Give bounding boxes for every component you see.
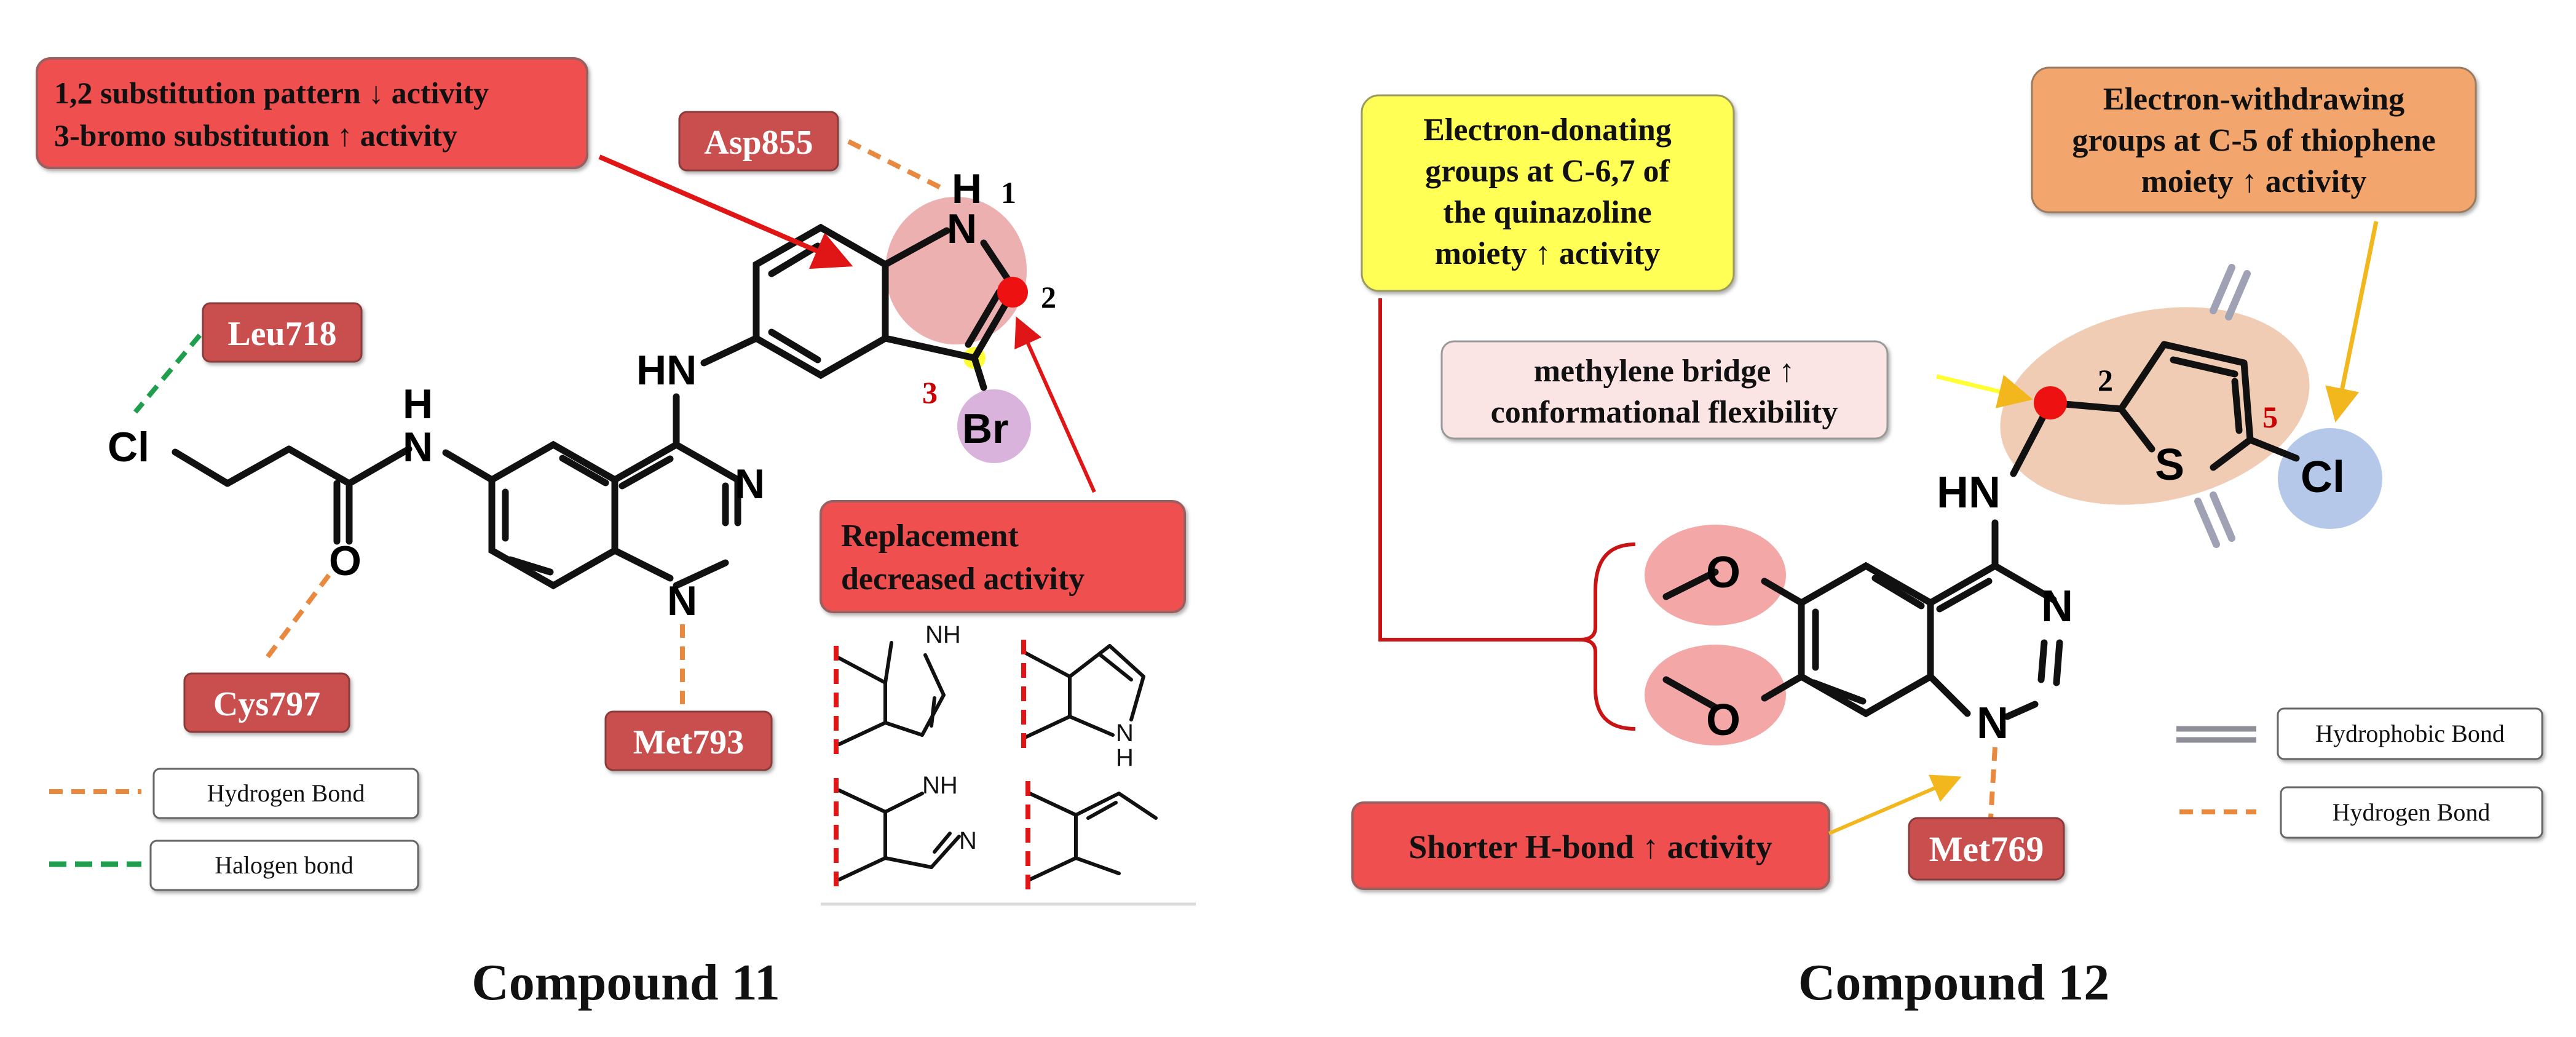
alt-atom-n: N [1116, 720, 1134, 747]
leu718-halogen-bond [133, 333, 202, 414]
c2-red-marker [997, 277, 1028, 308]
atom-nh-h: H [952, 165, 982, 212]
electron-donating-line1: Electron-donating [1423, 113, 1672, 148]
residue-met769: Met769 [1929, 829, 2044, 869]
alt-atom-h: H [1116, 744, 1134, 771]
electron-withdrawing-line3: moiety ↑ activity [2141, 164, 2367, 199]
electron-donating-box: Electron-donating groups at C-6,7 of the… [1361, 94, 1735, 292]
met769-hbond [1988, 747, 1997, 819]
arrow-to-chlorine [2325, 221, 2379, 423]
position-5-12: 5 [2262, 400, 2278, 434]
atom-amide-h: H [403, 381, 433, 427]
compound-11-title: Compound 11 [472, 954, 780, 1011]
electron-withdrawing-line2: groups at C-5 of thiophene [2072, 123, 2435, 158]
interactions-11 [133, 139, 942, 704]
substitution-pattern-box: 1,2 substitution pattern ↓ activity 3-br… [36, 57, 588, 169]
atom-n2-12: N [1977, 699, 2009, 748]
chlorine-highlight [2278, 428, 2382, 529]
legend-hydrogen-bond-12: Hydrogen Bond [2333, 798, 2491, 826]
replacement-line2: decreased activity [841, 562, 1085, 597]
position-labels-12: 2 5 [2098, 363, 2278, 434]
atom-o: O [329, 538, 362, 584]
residue-cys797: Cys797 [213, 685, 320, 723]
alt-atom-n2: N [959, 827, 977, 854]
residues-11: Asp855 Leu718 Cys797 Met793 [183, 111, 839, 771]
legend-hydrophobic-bond: Hydrophobic Bond [2315, 720, 2505, 747]
methylene-bridge-line1: methylene bridge ↑ [1534, 354, 1795, 389]
replacement-line1: Replacement [841, 518, 1019, 554]
atom-nh-n: N [947, 205, 977, 252]
atom-s: S [2155, 440, 2184, 490]
shorter-hbond-box: Shorter H-bond ↑ activity [1351, 801, 1830, 890]
atom-o1: O [1706, 548, 1740, 597]
compound-12-title: Compound 12 [1798, 954, 2110, 1011]
replacement-box: Replacement decreased activity [820, 500, 1186, 613]
atom-br: Br [962, 405, 1009, 452]
legend-12: Hydrophobic Bond Hydrogen Bond [2176, 707, 2543, 839]
methoxy-bracket [1378, 298, 1636, 731]
compound-11-panel: H N HN H N Cl O N N Br 1 2 3 1,2 substit [36, 57, 1196, 1011]
atom-amide-n: N [403, 424, 433, 471]
atom-ring-n2: N [667, 578, 697, 624]
atom-o2: O [1706, 696, 1740, 745]
arrow-to-c2 [1014, 316, 1096, 493]
residue-leu718: Leu718 [227, 315, 336, 353]
bromine-highlight [957, 389, 1031, 463]
position-3: 3 [922, 375, 938, 410]
atom-cl: Cl [108, 424, 149, 471]
arrow-to-indole [598, 154, 853, 269]
electron-withdrawing-box: Electron-withdrawing groups at C-5 of th… [2031, 66, 2477, 213]
position-2-12: 2 [2098, 363, 2113, 397]
position-1: 1 [1001, 175, 1016, 210]
electron-donating-line4: moiety ↑ activity [1435, 236, 1661, 271]
compound-12-panel: HN S Cl O O N N 2 5 Electron-donating gr… [1351, 66, 2543, 1011]
residue-met769-badge: Met769 [1908, 817, 2065, 881]
arrow-to-methylene [1936, 374, 2033, 408]
residue-met793: Met793 [633, 723, 744, 761]
cys797-hbond [262, 573, 331, 663]
residue-asp855: Asp855 [704, 124, 813, 162]
substitution-pattern-line2: 3-bromo substitution ↑ activity [54, 118, 457, 153]
position-2: 2 [1041, 280, 1056, 314]
alt-atom-nh: NH [925, 621, 961, 648]
methylene-bridge-box: methylene bridge ↑ conformational flexib… [1440, 340, 1889, 440]
quinazoline-core-11 [172, 223, 1018, 590]
atom-hn: HN [636, 347, 697, 394]
electron-donating-line3: the quinazoline [1443, 195, 1652, 230]
alt-atom-nh2: NH [922, 772, 958, 799]
position-labels-11: 1 2 3 [922, 175, 1056, 410]
methoxy-highlight-2 [1645, 645, 1786, 745]
atom-hn-12: HN [1937, 468, 2001, 517]
atom-ring-n1: N [735, 461, 765, 507]
methylene-red-marker [2034, 386, 2067, 419]
legend-halogen-bond: Halogen bond [215, 851, 354, 879]
electron-donating-line2: groups at C-6,7 of [1425, 154, 1670, 189]
arrow-to-n1 [1828, 774, 1962, 835]
methylene-bridge-line2: conformational flexibility [1491, 395, 1838, 430]
legend-11: Hydrogen Bond Halogen bond [49, 768, 419, 891]
alternative-rings: NH N H N NH [821, 621, 1196, 907]
asp855-hbond [847, 139, 942, 190]
quinazoline-core-12 [1662, 341, 2300, 720]
substitution-pattern-line1: 1,2 substitution pattern ↓ activity [54, 76, 489, 110]
hydrophobic-marks [2194, 264, 2251, 548]
atom-labels-11: H N HN H N Cl O N N Br [108, 165, 1009, 624]
atom-labels-12: HN S Cl O O N N [1706, 440, 2345, 748]
shorter-hbond-label: Shorter H-bond ↑ activity [1409, 828, 1772, 865]
electron-withdrawing-line1: Electron-withdrawing [2103, 82, 2404, 117]
atom-n1-12: N [2041, 582, 2073, 631]
legend-hydrogen-bond-11: Hydrogen Bond [207, 779, 365, 807]
atom-cl-12: Cl [2301, 453, 2345, 502]
